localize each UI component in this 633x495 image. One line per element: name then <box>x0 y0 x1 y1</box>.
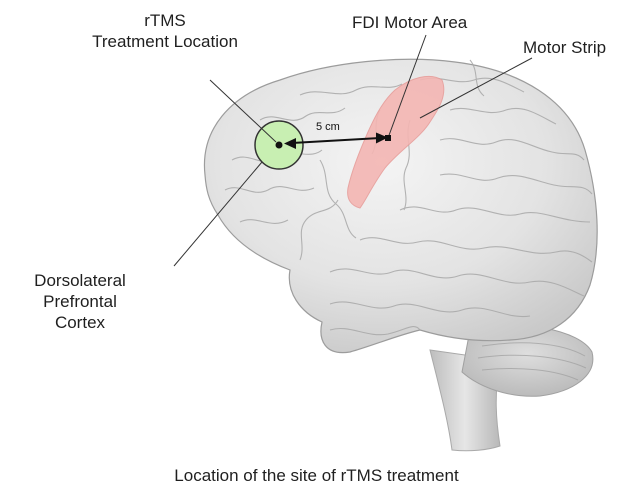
gyri-texture <box>224 59 593 336</box>
label-dlpfc: Dorsolateral Prefrontal Cortex <box>20 270 140 333</box>
label-motor-strip: Motor Strip <box>523 38 607 57</box>
pointer-line-dlpfc <box>173 161 263 267</box>
distance-arrow <box>284 132 388 149</box>
pointer-line-rtms <box>209 79 277 143</box>
pointer-line-motor-strip <box>419 57 533 119</box>
label-dlpfc-line1: Dorsolateral <box>34 271 126 290</box>
label-rtms-treatment-location: rTMS Treatment Location <box>60 10 270 52</box>
label-distance: 5 cm <box>316 121 340 133</box>
treatment-point <box>275 141 283 149</box>
motor-strip-region <box>347 75 445 209</box>
fdi-point <box>385 135 391 141</box>
label-dlpfc-line2: Prefrontal <box>43 292 117 311</box>
label-rtms-line2: Treatment Location <box>92 32 238 51</box>
label-rtms-line1: rTMS <box>144 11 186 30</box>
pointer-line-fdi <box>387 34 427 139</box>
label-dlpfc-line3: Cortex <box>54 313 106 332</box>
label-fdi-motor-area: FDI Motor Area <box>352 13 468 32</box>
figure-caption: Location of the site of rTMS treatment <box>174 466 459 485</box>
